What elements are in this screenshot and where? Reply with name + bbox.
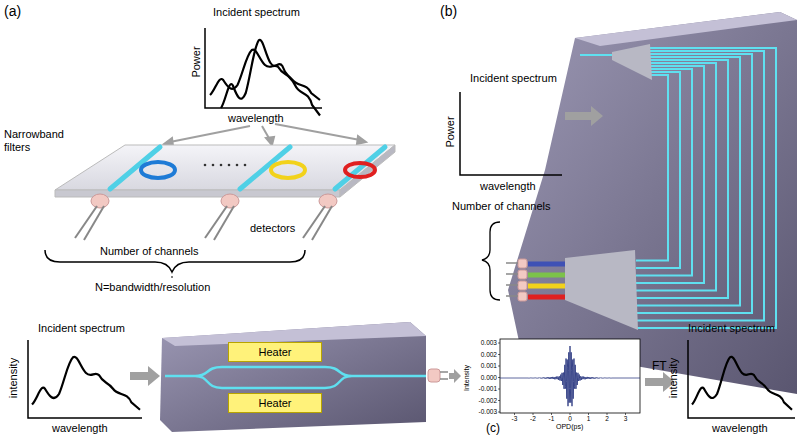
annotation: wavelength (480, 180, 536, 193)
waveguide (636, 69, 692, 276)
axis-tick-label: 0.000 (472, 374, 497, 381)
annotation: detectors (250, 222, 295, 235)
annotation: Incident spectrum (213, 6, 300, 19)
annotation: Intensity (463, 365, 471, 391)
axis-tick-label: -0.002 (472, 397, 497, 404)
tick (498, 343, 500, 344)
axis-tick-label: 0.003 (472, 339, 497, 346)
axis-tick-label: 3 (616, 415, 636, 422)
annotation: Narrowband filters (4, 128, 74, 153)
tick (588, 413, 589, 415)
tick (498, 377, 500, 378)
axis-tick-label: -0.003 (472, 408, 497, 415)
annotation: Power (444, 116, 457, 147)
axis-tick-label: -3 (505, 415, 525, 422)
annotation: intensity (667, 358, 680, 398)
chip-b (508, 12, 797, 394)
tick (498, 412, 500, 413)
annotation: Power (190, 46, 203, 77)
annotation: OPD(ps) (556, 423, 583, 431)
axis-tick-label: 0.002 (472, 351, 497, 358)
axis-tick-label: -2 (523, 415, 543, 422)
tick (551, 413, 552, 415)
tick (498, 400, 500, 401)
mzi-waveguide (165, 367, 426, 388)
annotation: (c) (486, 422, 500, 436)
panel-label: (b) (440, 3, 457, 19)
interferogram-plot (498, 339, 640, 415)
tick (514, 413, 515, 415)
tick (533, 413, 534, 415)
heater-box: Heater (228, 393, 322, 413)
brace (482, 222, 500, 300)
waveguide (636, 66, 704, 283)
grey-arrow (449, 369, 461, 383)
waveguide (636, 57, 740, 306)
panel-label: (a) (4, 3, 21, 19)
detectors-a (75, 194, 337, 240)
annotation: wavelength (52, 422, 108, 435)
axis-tick-label: 1 (579, 415, 599, 422)
grey-arrows-a (164, 124, 366, 146)
annotation: wavelength (712, 422, 768, 435)
splitter-in (612, 44, 652, 80)
annotation: Incident spectrum (688, 322, 775, 335)
axis-tick-label: -1 (542, 415, 562, 422)
splitter-out (565, 250, 638, 330)
annotation: wavelength (228, 112, 284, 125)
spectrum-b (221, 40, 562, 175)
annotation: N=bandwidth/resolution (95, 281, 210, 294)
input-arrow-b (565, 106, 603, 126)
tick (498, 366, 500, 367)
spectrum-a (205, 28, 322, 108)
axis-tick-label: -0.001 (472, 385, 497, 392)
waveguide (636, 51, 764, 321)
waveguide (636, 60, 728, 298)
spectrum-c-right (688, 340, 795, 418)
heater-label: Heater (258, 397, 291, 409)
annotation: Number of channels (100, 245, 198, 258)
chip-a (55, 145, 395, 197)
waveguide (636, 72, 680, 268)
axis-tick-label: 0 (560, 415, 580, 422)
waveguide (636, 48, 776, 328)
tick (607, 413, 608, 415)
axis-tick-label: 0.001 (472, 362, 497, 369)
detectors-b (506, 259, 527, 301)
spectrum-c-left (28, 340, 142, 418)
grey-arrow (130, 366, 160, 386)
heater-box: Heater (228, 342, 322, 362)
annotation: intensity (7, 358, 20, 398)
tick (625, 413, 626, 415)
waveguides (636, 48, 776, 328)
annotation: Incident spectrum (38, 322, 125, 335)
waveguide (636, 54, 752, 313)
detector-c (428, 369, 448, 382)
tick (498, 354, 500, 355)
annotation: FT (652, 360, 667, 374)
heater-label: Heater (258, 346, 291, 358)
waveguide (636, 75, 668, 261)
annotation: Number of channels (452, 200, 550, 213)
axis-tick-label: 2 (597, 415, 617, 422)
annotation: Incident spectrum (470, 72, 557, 85)
waveguide (636, 63, 716, 291)
tick (498, 389, 500, 390)
channel-outputs (528, 264, 565, 297)
tick (570, 413, 571, 415)
chip-c (160, 322, 426, 432)
